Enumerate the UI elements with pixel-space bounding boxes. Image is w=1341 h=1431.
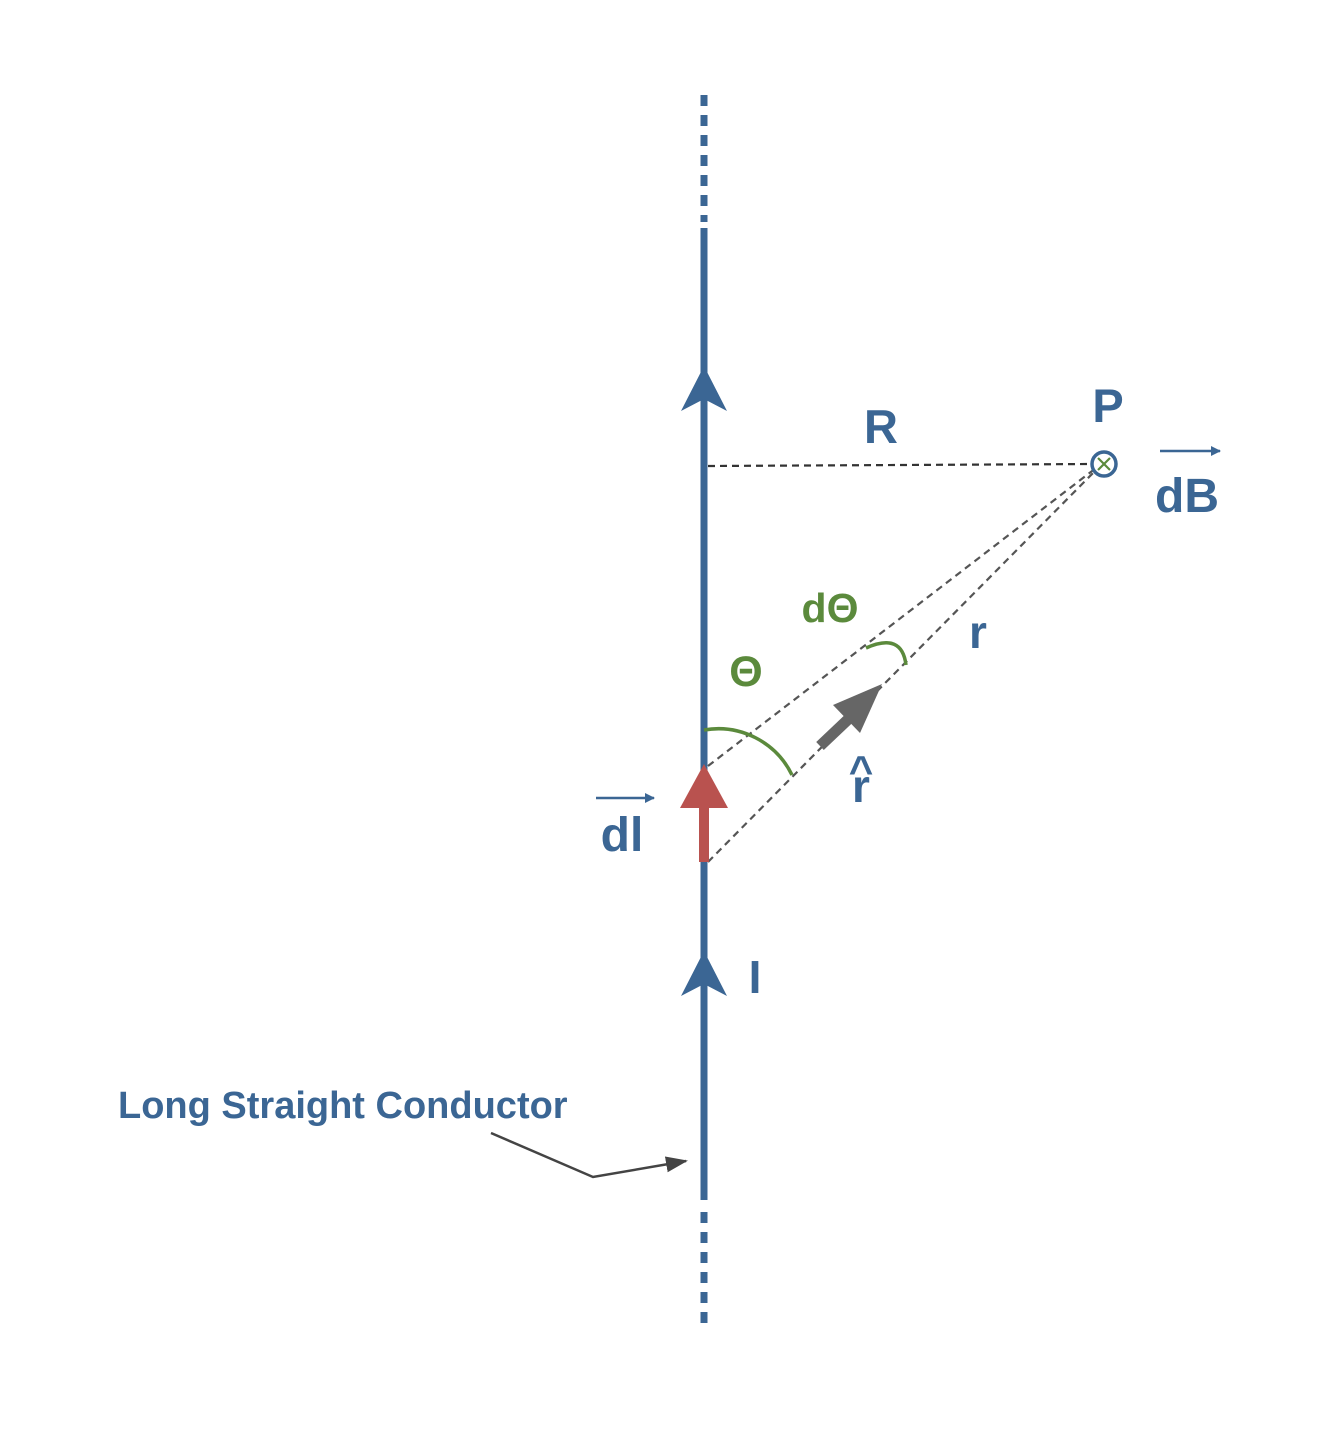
- dtheta-angle-arc: [865, 641, 908, 666]
- construction-lines: [707, 462, 1097, 863]
- unit-vector-arrow: [816, 684, 882, 750]
- angle-label: Θ: [729, 648, 762, 696]
- conductor-pointer-arrow: [490, 1131, 688, 1179]
- point-p-marker: [1090, 450, 1118, 478]
- perpendicular-distance-label: R: [864, 400, 898, 453]
- length-element-label: dl: [601, 809, 644, 862]
- current-arrow-lower-icon: [681, 951, 727, 996]
- line-element-bottom-to-p: [707, 469, 1097, 863]
- unit-vector-label: r: [852, 760, 870, 812]
- current-arrow-upper-icon: [681, 366, 727, 411]
- angle-increment-label: dΘ: [802, 585, 859, 631]
- theta-angle-arc: [703, 727, 794, 776]
- line-element-top-to-p: [707, 467, 1097, 767]
- point-p-label: P: [1092, 379, 1123, 432]
- unit-vector-hat: ^: [849, 747, 874, 794]
- distance-label: r: [969, 606, 987, 658]
- field-element-label: dB: [1155, 470, 1219, 523]
- length-element-vector: [680, 764, 728, 862]
- perpendicular-distance-line: [707, 462, 1094, 468]
- conductor-label: Long Straight Conductor: [118, 1085, 568, 1127]
- current-label: I: [749, 951, 762, 1003]
